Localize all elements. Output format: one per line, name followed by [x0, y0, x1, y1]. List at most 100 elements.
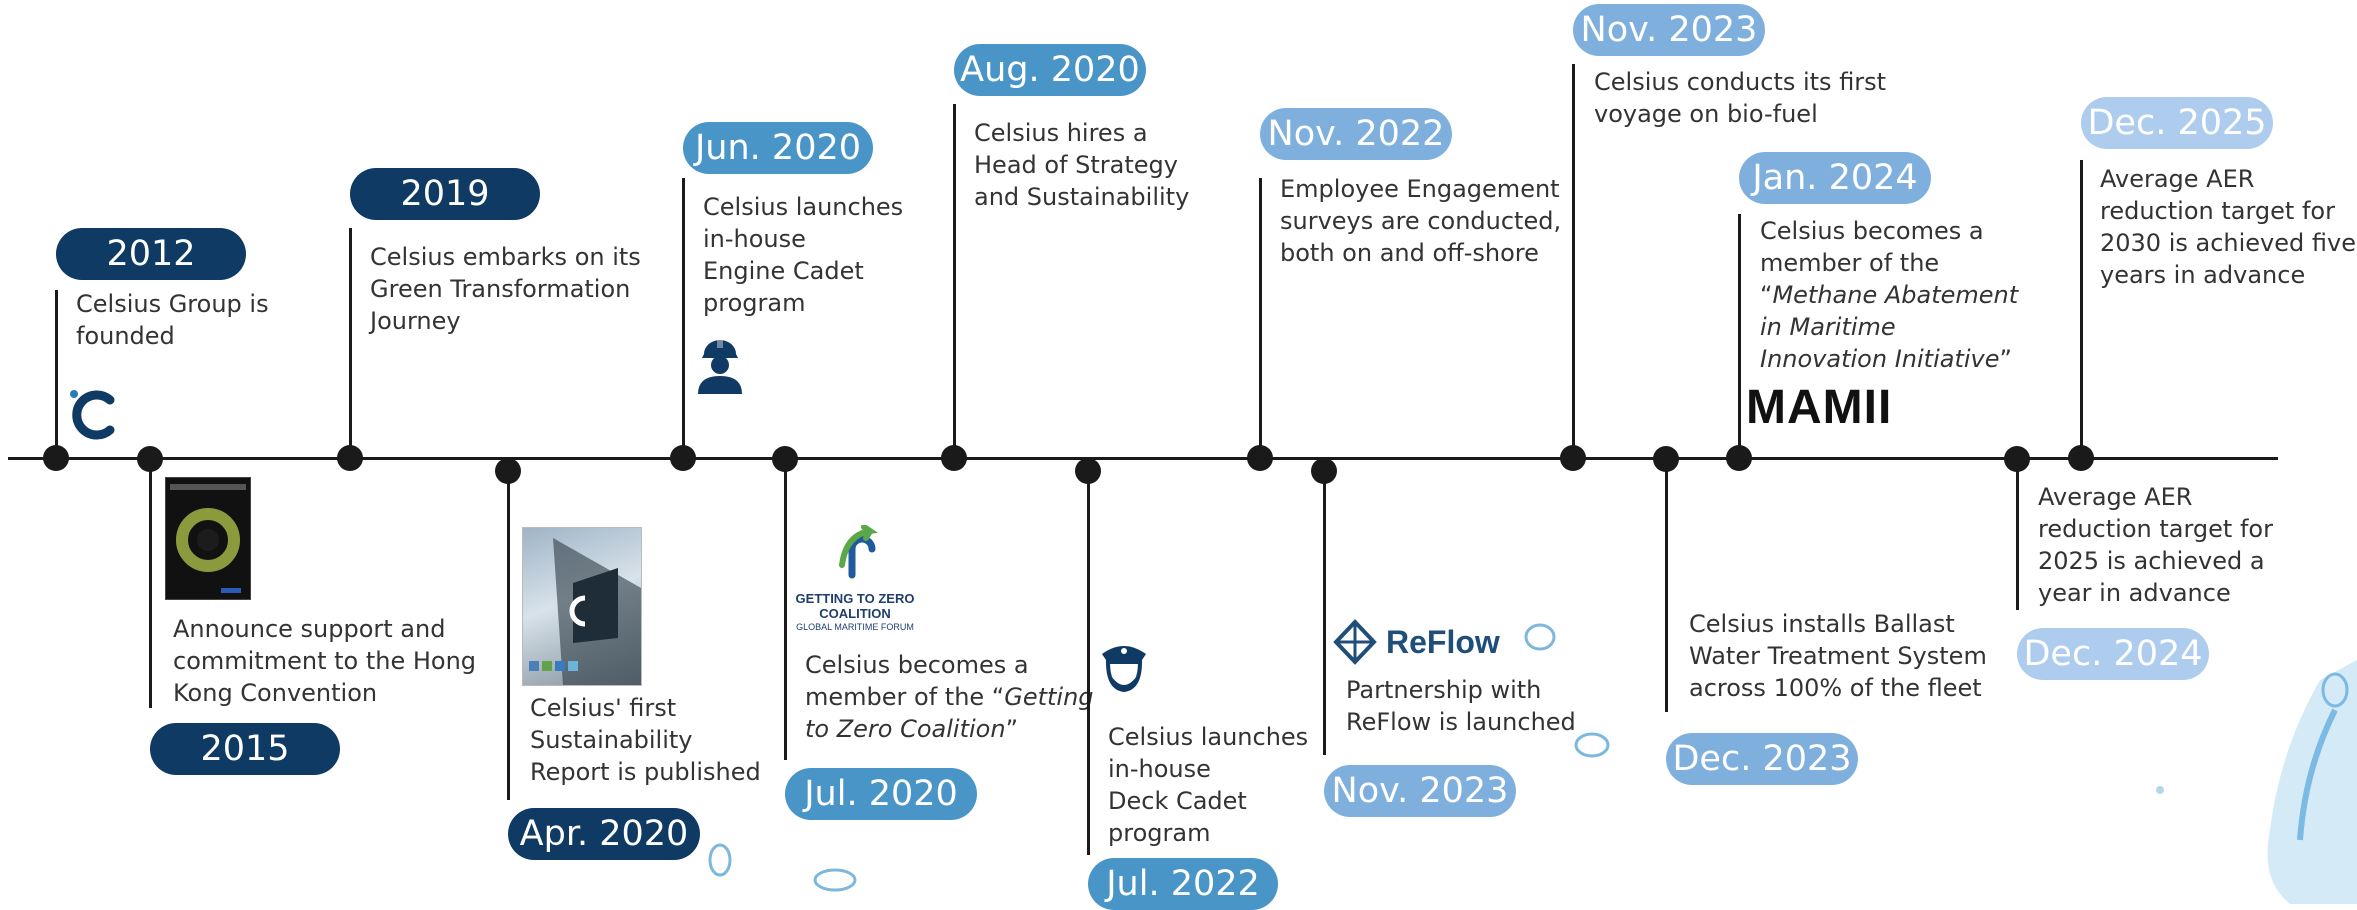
date-badge: Dec. 2025	[2081, 97, 2273, 149]
description-line: founded	[76, 322, 175, 350]
description-line: voyage on bio-fuel	[1594, 100, 1818, 128]
description-line: Water Treatment System	[1689, 642, 1987, 670]
description-line: Partnership with	[1346, 676, 1542, 704]
description-line: Report is published	[530, 758, 761, 786]
date-badge: Jul. 2022	[1088, 858, 1278, 910]
description-line: member of the “Getting	[805, 683, 1094, 711]
timeline-milestone-dot	[137, 446, 163, 472]
water-droplet-decoration	[1524, 623, 1556, 651]
description-line: 2030 is achieved five	[2100, 229, 2356, 257]
description-line: program	[1108, 819, 1211, 847]
water-droplet-decoration	[813, 868, 857, 892]
timeline-stem	[2079, 160, 2083, 458]
timeline-milestone-dot	[1311, 458, 1337, 484]
description-line: Kong Convention	[173, 679, 378, 707]
description-line: reduction target for	[2100, 197, 2335, 225]
celsius-logo-icon	[70, 390, 115, 440]
description-line: Deck Cadet	[1108, 787, 1247, 815]
timeline-stem	[783, 458, 787, 760]
getting-to-zero-logo: GETTING TO ZERO COALITION GLOBAL MARITIM…	[790, 524, 920, 635]
timeline-stem	[681, 178, 685, 458]
description-line: Sustainability	[530, 726, 693, 754]
timeline-milestone-dot	[941, 445, 967, 471]
timeline-milestone-dot	[1075, 458, 1101, 484]
description-line: ReFlow is launched	[1346, 708, 1576, 736]
description-line: Celsius becomes a	[1760, 217, 1984, 245]
timeline-milestone-dot	[495, 458, 521, 484]
description-line: commitment to the Hong	[173, 647, 477, 675]
milestone-description: Average AER reduction target for 2030 is a…	[2100, 163, 2356, 291]
timeline-stem	[1737, 214, 1741, 458]
description-line: Celsius installs Ballast	[1689, 610, 1955, 638]
description-line: Celsius' first	[530, 694, 677, 722]
getting-to-zero-org: GLOBAL MARITIME FORUM	[796, 622, 914, 632]
water-droplet-decoration	[708, 843, 732, 877]
date-badge: Nov. 2023	[1324, 765, 1516, 817]
date-badge: Aug. 2020	[954, 44, 1146, 96]
timeline-milestone-dot	[1247, 445, 1273, 471]
description-line: surveys are conducted,	[1280, 207, 1562, 235]
milestone-description: Announce support and commitment to the Ho…	[173, 613, 476, 709]
description-line: Green Transformation	[370, 275, 631, 303]
description-line: Innovation Initiative”	[1760, 345, 2012, 373]
description-line: year in advance	[2038, 579, 2231, 607]
timeline-stem	[952, 104, 956, 458]
timeline-stem	[148, 458, 152, 708]
timeline-stem	[54, 290, 58, 458]
description-line: Head of Strategy	[974, 151, 1178, 179]
captain-icon	[1102, 646, 1146, 693]
timeline-stem	[1322, 458, 1326, 755]
description-line: Announce support and	[173, 615, 446, 643]
date-badge: Dec. 2023	[1666, 733, 1858, 785]
description-line: Journey	[370, 307, 461, 335]
description-line: years in advance	[2100, 261, 2306, 289]
date-badge: Jan. 2024	[1739, 152, 1931, 204]
timeline-stem	[1086, 458, 1090, 855]
water-splash-decoration	[2156, 660, 2357, 904]
description-line: to Zero Coalition”	[805, 715, 1019, 743]
sustainability-report-cover	[522, 527, 642, 686]
date-badge: 2012	[56, 228, 246, 280]
description-line: Celsius Group is	[76, 290, 269, 318]
getting-to-zero-title: GETTING TO ZERO	[795, 591, 915, 606]
description-line: 2025 is achieved a	[2038, 547, 2265, 575]
description-line: Employee Engagement	[1280, 175, 1560, 203]
description-line: Celsius hires a	[974, 119, 1148, 147]
date-badge: Jul. 2020	[785, 768, 977, 820]
water-droplet-decoration	[1574, 732, 1610, 758]
date-badge: Dec. 2024	[2017, 628, 2209, 680]
timeline-axis	[8, 457, 2278, 460]
description-line: Average AER	[2100, 165, 2255, 193]
hong-kong-convention-cover	[165, 477, 251, 600]
description-line: both on and off-shore	[1280, 239, 1539, 267]
timeline-stem	[2015, 458, 2019, 610]
reflow-logo: ReFlow	[1330, 618, 1520, 666]
timeline-milestone-dot	[670, 445, 696, 471]
description-line: Celsius launches	[1108, 723, 1309, 751]
milestone-description: Employee Engagement surveys are conducted…	[1280, 173, 1561, 269]
date-badge: 2019	[350, 168, 540, 220]
date-badge: Apr. 2020	[508, 808, 700, 860]
timeline-milestone-dot	[2068, 445, 2094, 471]
description-line: program	[703, 289, 806, 317]
timeline-milestone-dot	[2004, 446, 2030, 472]
timeline-stem	[1571, 64, 1575, 458]
timeline-milestone-dot	[1653, 446, 1679, 472]
description-line: Engine Cadet	[703, 257, 864, 285]
milestone-description: Celsius becomes a member of the “Getting t…	[805, 649, 1094, 745]
date-badge: Nov. 2022	[1260, 108, 1452, 160]
description-line: Celsius launches	[703, 193, 904, 221]
description-line: Average AER	[2038, 483, 2193, 511]
description-line: and Sustainability	[974, 183, 1190, 211]
description-line: Celsius becomes a	[805, 651, 1029, 679]
date-badge: 2015	[150, 723, 340, 775]
getting-to-zero-subtitle: COALITION	[819, 606, 891, 621]
